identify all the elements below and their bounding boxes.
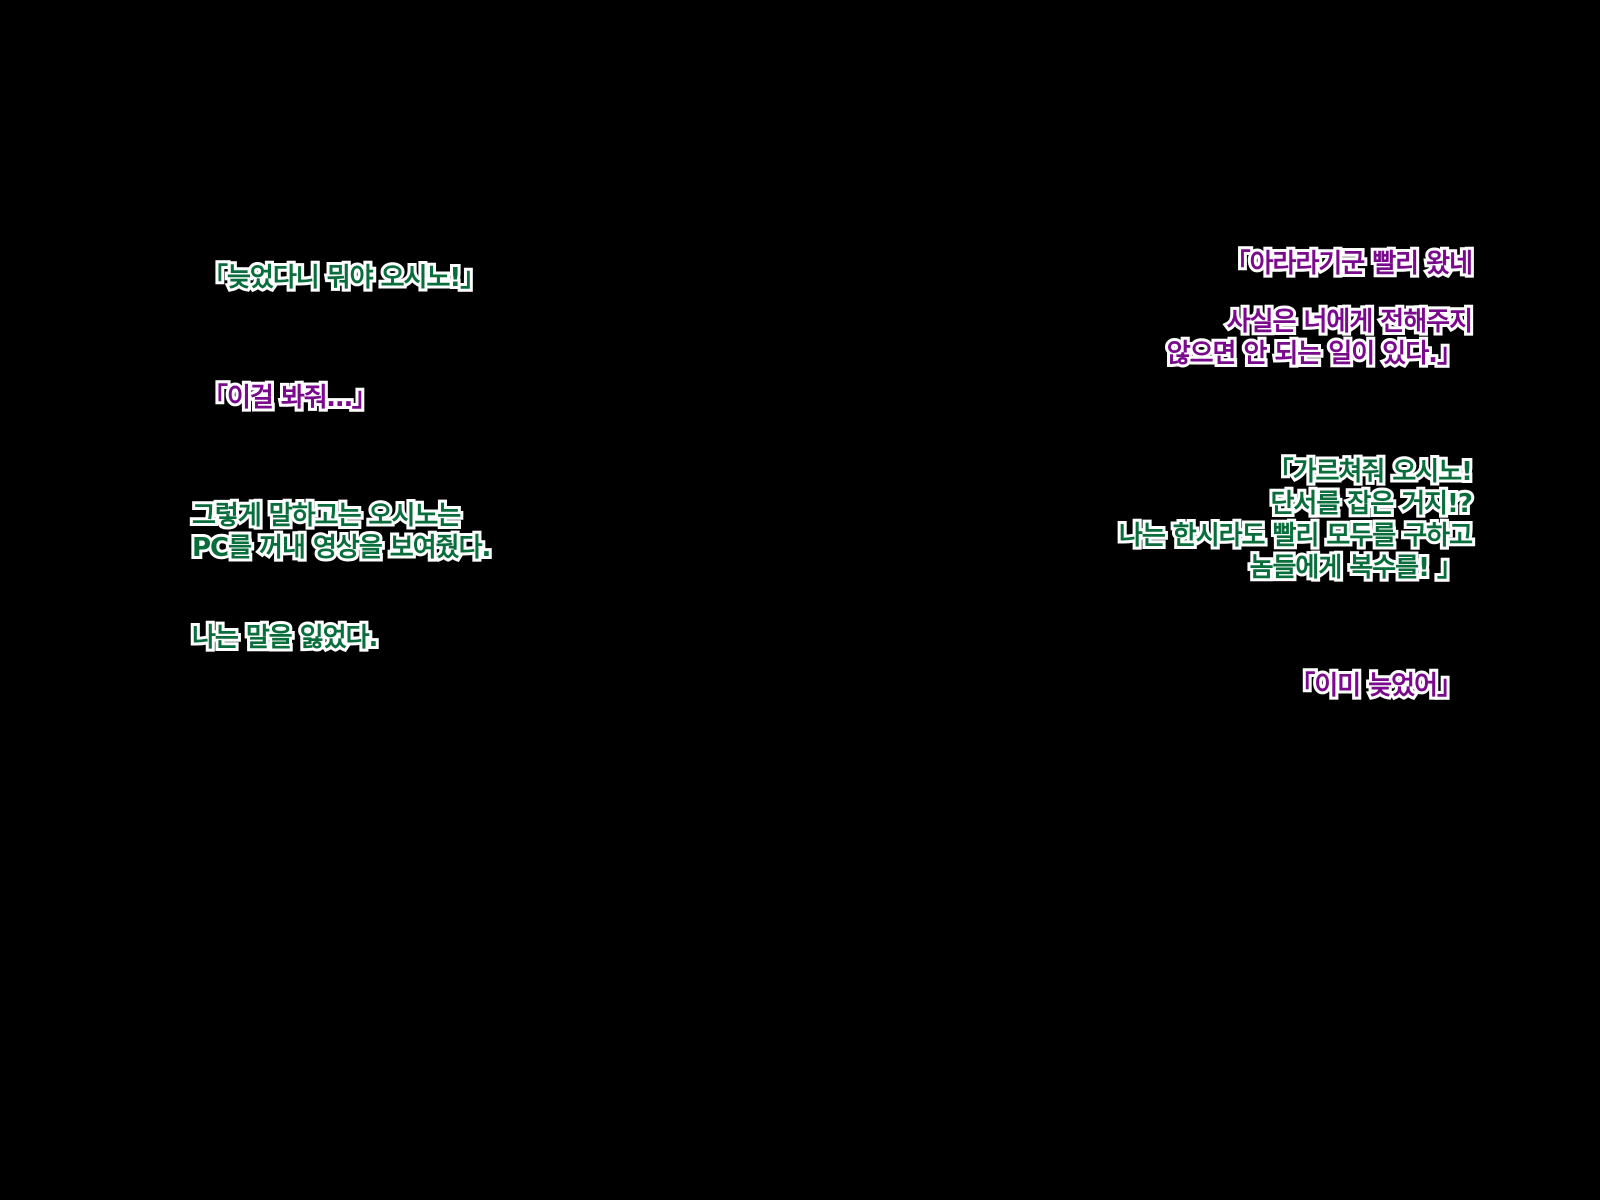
- dialogue-line: 「아라라기군 빨리 왔네: [1222, 246, 1476, 282]
- dialogue-line: 사실은 너에게 전해주지: [1224, 304, 1476, 340]
- dialogue-line: 「이미 늦었어」: [1286, 668, 1466, 704]
- dialogue-line: 나는 한시라도 빨리 모두를 구하고: [1116, 518, 1476, 554]
- narration-line: 나는 말을 잃었다.: [189, 620, 381, 656]
- dialogue-line: 「늦었다니 뭐야 오시노!」: [199, 260, 489, 296]
- dialogue-line: 「이걸 봐줘…」: [199, 380, 381, 416]
- narration-line: PC를 꺼내 영상을 보여줬다.: [189, 530, 494, 566]
- dialogue-line: 않으면 안 되는 일이 있다.」: [1164, 336, 1466, 372]
- dialogue-line: 단서를 잡은 거지!?: [1268, 486, 1477, 522]
- narration-line: 그렇게 말하고는 오시노는: [189, 498, 464, 534]
- dialogue-line: 「가르쳐줘 오시노!: [1265, 454, 1476, 490]
- dialogue-line: 놈들에게 복수를! 」: [1247, 550, 1466, 586]
